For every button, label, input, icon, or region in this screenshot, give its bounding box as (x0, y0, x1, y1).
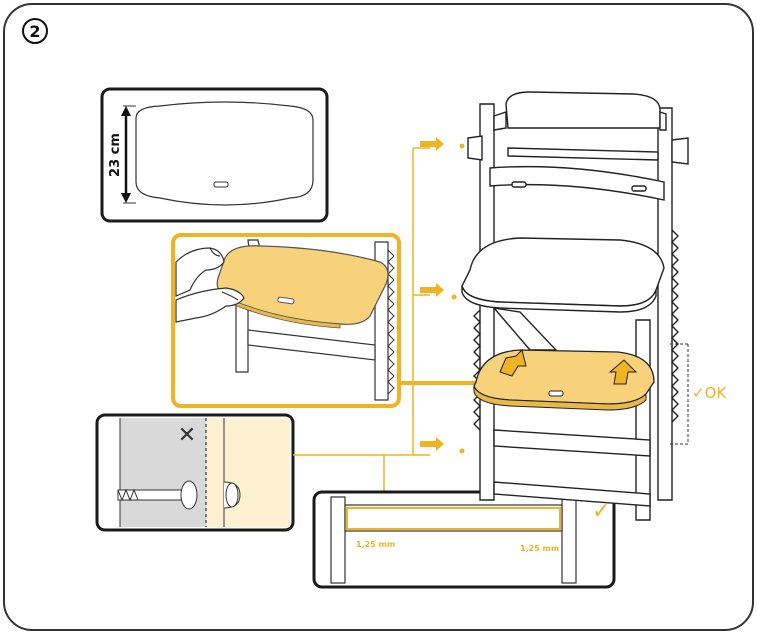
footrest-gap-panel: 1,25 mm 1,25 mm ✓ (312, 490, 616, 589)
seat-slot (213, 181, 229, 188)
screw-connector-lines (293, 454, 413, 492)
step-number: 2 (29, 22, 40, 41)
arrow-bottom-icon (420, 437, 465, 454)
rear-leg-right (657, 107, 673, 501)
screw-correct-bg (206, 418, 290, 527)
seat-board-outline (135, 101, 314, 206)
up-arrow-left-icon (499, 349, 527, 377)
step-badge: 2 (22, 18, 48, 44)
front-leg (635, 319, 651, 521)
gap-right-label: 1,25 mm (520, 544, 559, 553)
arrow-bracket (412, 147, 430, 456)
arrow-top-icon (420, 137, 465, 151)
seat-install-panel (171, 233, 401, 408)
arrow-middle-icon (420, 283, 457, 300)
hands-illustration (175, 247, 245, 323)
back-rail (489, 165, 665, 201)
height-label: 23 cm (108, 133, 123, 177)
screw-wrong-icon (117, 480, 198, 510)
footrest-check-mark: ✓ (592, 499, 610, 524)
wrong-mark: ✕ (178, 423, 196, 448)
screw-wrong-bg (120, 418, 206, 527)
footrest-bar (346, 507, 561, 530)
screw-detail-panel: ✕ (95, 413, 295, 532)
ok-bracket (670, 343, 689, 445)
back-rest (505, 91, 661, 129)
ok-label: ✓OK (692, 384, 727, 402)
seat-dimension-panel: 23 cm (100, 87, 329, 223)
screw-correct-icon (223, 481, 241, 509)
lower-rail (493, 429, 651, 457)
gap-left-label: 1,25 mm (356, 540, 395, 549)
chair-footrest (473, 349, 655, 411)
seat-board-slot (277, 296, 295, 305)
up-arrow-right-icon (608, 359, 638, 385)
chair-seat (461, 237, 665, 307)
